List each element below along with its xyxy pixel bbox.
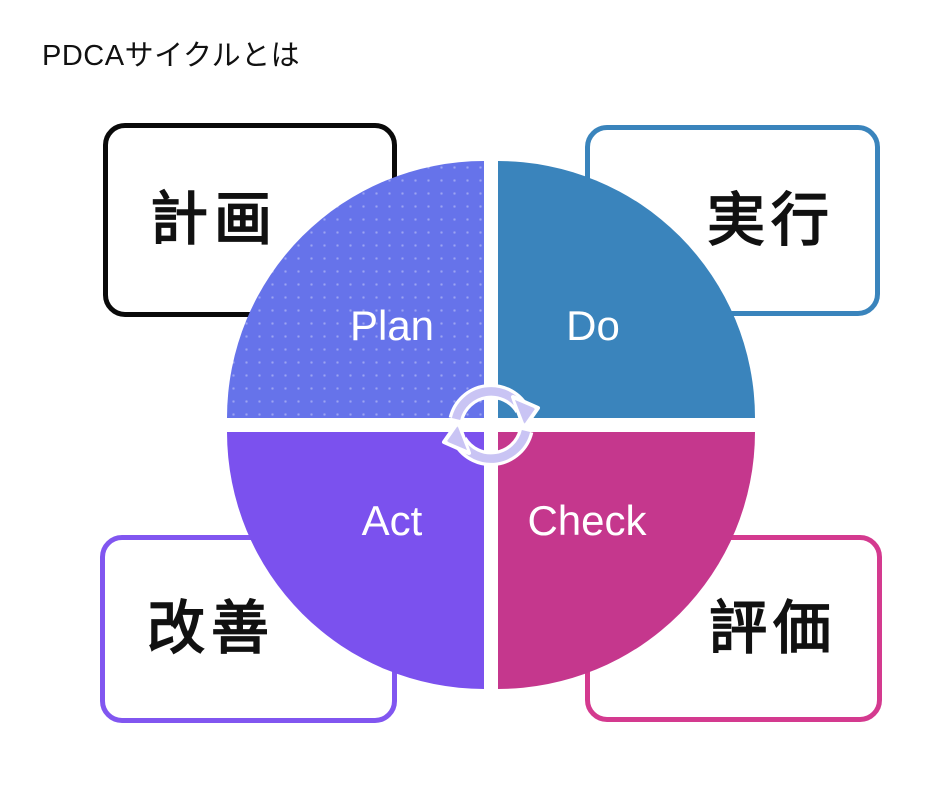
corner-box-act-label: 改善 — [147, 596, 276, 661]
quadrant-do-label: Do — [566, 302, 620, 349]
corner-box-do-label: 実行 — [706, 187, 835, 253]
corner-box-check-label: 評価 — [708, 595, 837, 661]
quadrant-act-label: Act — [361, 497, 423, 544]
quadrant-plan-label: Plan — [349, 302, 435, 349]
quadrant-check-label: Check — [527, 497, 647, 544]
quadrant-check: Check — [498, 432, 755, 689]
cycle-arrows-icon — [442, 383, 540, 467]
page-title: PDCAサイクルとは — [42, 40, 301, 72]
corner-box-plan-label: 計画 — [150, 187, 279, 252]
